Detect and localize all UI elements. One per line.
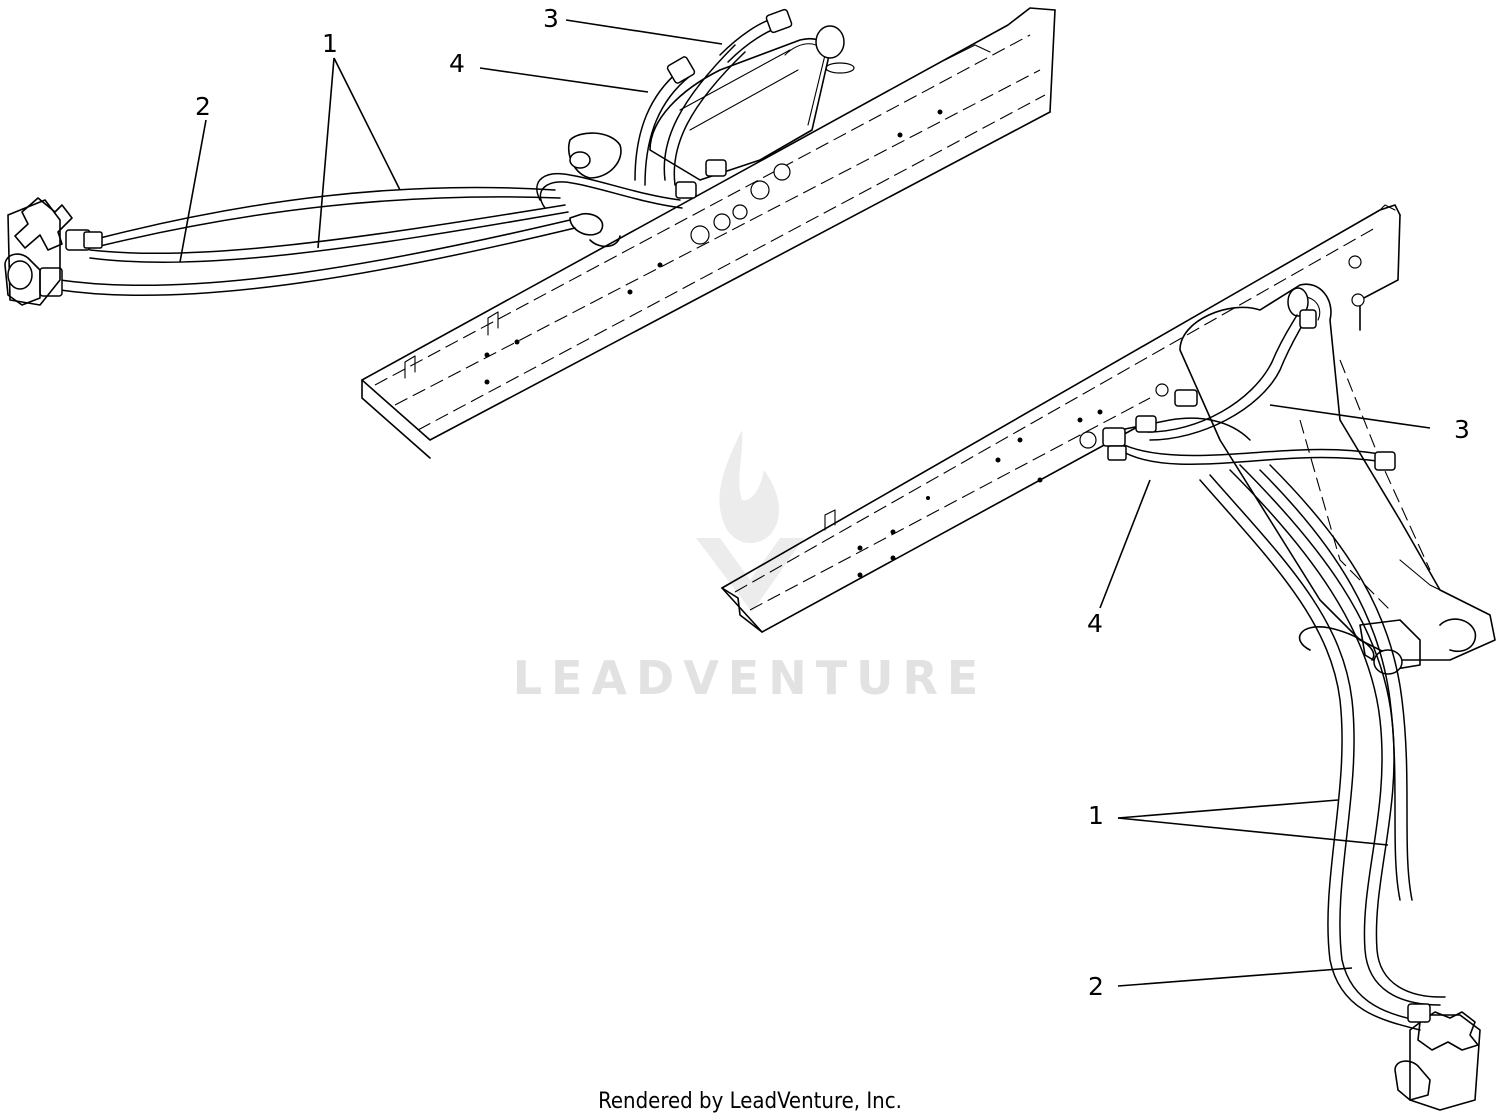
flame-v-logo-icon	[696, 430, 804, 612]
top-hoses	[59, 17, 784, 297]
top-cylinder-bracket	[568, 25, 845, 248]
callout-bottom-3: 3	[1454, 415, 1470, 444]
bottom-frame-rail	[721, 204, 1401, 633]
leader-lines	[179, 19, 1431, 987]
watermark-text: LEADVENTURE	[513, 651, 988, 705]
bottom-assembly	[721, 204, 1496, 1111]
callout-top-3: 3	[543, 4, 559, 33]
top-frame-rail	[361, 7, 1056, 459]
top-valve-block	[4, 197, 73, 306]
callout-labels: 1 2 3 4 3 4 1 2	[195, 4, 1470, 1001]
callout-top-1: 1	[322, 29, 338, 58]
render-credit: Rendered by LeadVenture, Inc.	[598, 1089, 902, 1114]
bottom-arm-bracket	[1179, 283, 1496, 675]
top-assembly	[4, 7, 1056, 459]
callout-bottom-1: 1	[1088, 801, 1104, 830]
bottom-fittings	[1079, 309, 1396, 471]
bottom-valve-block	[1394, 1003, 1481, 1111]
bottom-hoses	[1117, 314, 1446, 1031]
callout-bottom-4: 4	[1087, 609, 1103, 638]
watermark: LEADVENTURE	[513, 430, 988, 705]
callout-top-4: 4	[449, 49, 465, 78]
callout-top-2: 2	[195, 92, 211, 121]
callout-bottom-2: 2	[1088, 972, 1104, 1001]
top-fittings	[39, 8, 793, 297]
